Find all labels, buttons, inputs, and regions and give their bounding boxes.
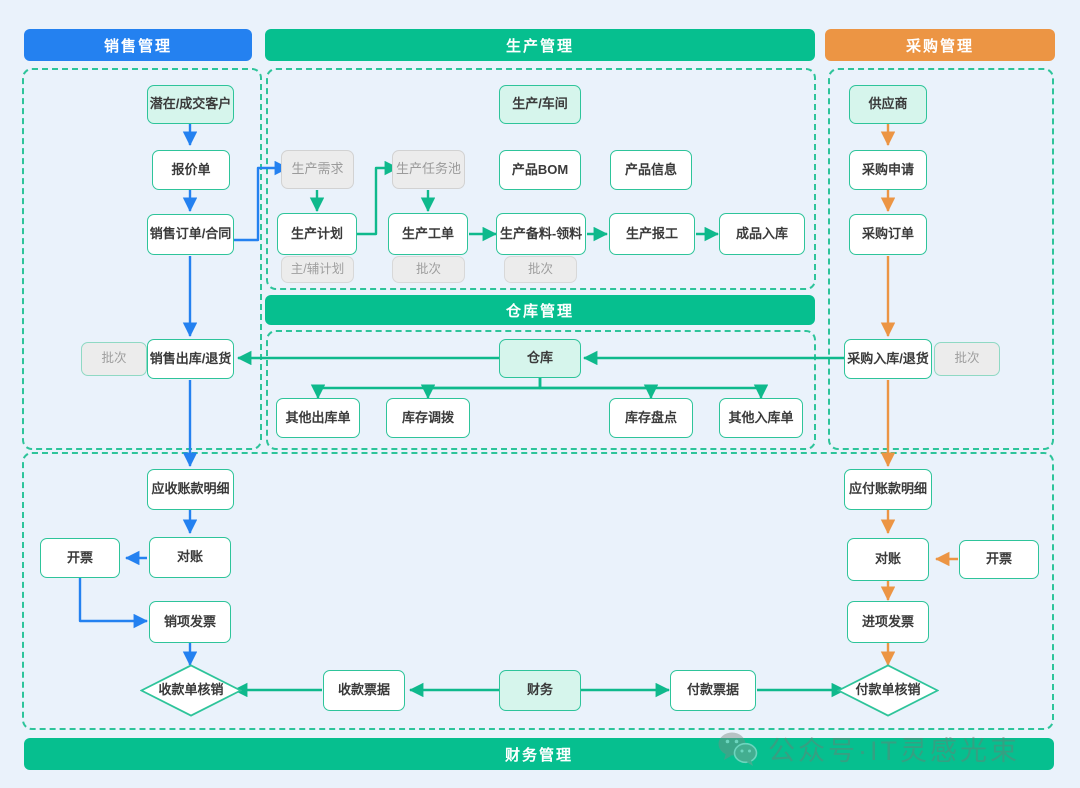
node-quotation[interactable]: 报价单	[152, 150, 230, 190]
node-output-invoice[interactable]: 销项发票	[149, 601, 231, 643]
panel-purchase	[828, 68, 1054, 450]
node-payment-voucher[interactable]: 付款票据	[670, 670, 756, 711]
bar-sales-management[interactable]: 销售管理	[24, 29, 252, 61]
diamond-shape	[140, 664, 242, 717]
node-ar-invoicing[interactable]: 开票	[40, 538, 120, 578]
node-production-workshop[interactable]: 生产/车间	[499, 85, 581, 124]
node-purchase-order[interactable]: 采购订单	[849, 214, 927, 255]
tag-material-preparation-batch: 批次	[504, 256, 577, 283]
node-other-inbound[interactable]: 其他入库单	[719, 398, 803, 438]
node-other-outbound[interactable]: 其他出库单	[276, 398, 360, 438]
tag-purchase-inbound-batch: 批次	[934, 342, 1000, 376]
node-sales-order[interactable]: 销售订单/合同	[147, 214, 234, 255]
panel-sales	[22, 68, 262, 450]
wechat-icon	[718, 732, 758, 766]
tag-work-order-batch: 批次	[392, 256, 465, 283]
bar-production-management[interactable]: 生产管理	[265, 29, 815, 61]
node-potential-customer[interactable]: 潜在/成交客户	[147, 85, 234, 124]
node-production-plan[interactable]: 生产计划	[277, 213, 357, 255]
node-purchase-requisition[interactable]: 采购申请	[849, 150, 927, 190]
tag-production-plan-type: 主/辅计划	[281, 256, 354, 283]
node-finished-goods-inbound[interactable]: 成品入库	[719, 213, 805, 255]
node-ap-reconcile[interactable]: 对账	[847, 538, 929, 581]
node-inventory-transfer[interactable]: 库存调拨	[386, 398, 470, 438]
node-input-invoice[interactable]: 进项发票	[847, 601, 929, 643]
node-purchase-inbound[interactable]: 采购入库/退货	[844, 339, 932, 379]
node-ap-invoicing[interactable]: 开票	[959, 540, 1039, 579]
node-production-work-order[interactable]: 生产工单	[388, 213, 468, 255]
bar-purchase-management[interactable]: 采购管理	[825, 29, 1055, 61]
node-sales-outbound[interactable]: 销售出库/退货	[147, 339, 234, 379]
node-ap-detail[interactable]: 应付账款明细	[844, 469, 932, 510]
node-warehouse-hub[interactable]: 仓库	[499, 339, 581, 378]
bar-warehouse-management[interactable]: 仓库管理	[265, 295, 815, 325]
node-product-info[interactable]: 产品信息	[610, 150, 692, 190]
node-production-report[interactable]: 生产报工	[609, 213, 695, 255]
node-label: 付款单核销	[855, 682, 921, 698]
node-production-demand[interactable]: 生产需求	[281, 150, 354, 189]
node-ar-detail[interactable]: 应收账款明细	[147, 469, 234, 510]
node-inventory-stocktake[interactable]: 库存盘点	[609, 398, 693, 438]
panel-finance	[22, 452, 1054, 730]
bar-finance-management[interactable]: 财务管理	[24, 738, 1054, 770]
node-production-task-pool[interactable]: 生产任务池	[392, 150, 465, 189]
node-receipt-writeoff[interactable]: 收款单核销	[140, 664, 242, 717]
node-payment-writeoff[interactable]: 付款单核销	[837, 664, 939, 717]
node-material-preparation[interactable]: 生产备料-领料	[496, 213, 586, 255]
watermark: 公众号·IT灵感光束	[718, 729, 1020, 768]
node-supplier[interactable]: 供应商	[849, 85, 927, 124]
panel-warehouse	[266, 330, 816, 450]
diamond-shape	[837, 664, 939, 717]
node-receipt-voucher[interactable]: 收款票据	[323, 670, 405, 711]
panel-production	[266, 68, 816, 290]
tag-sales-outbound-batch: 批次	[81, 342, 147, 376]
node-ar-reconcile[interactable]: 对账	[149, 537, 231, 578]
node-finance-hub[interactable]: 财务	[499, 670, 581, 711]
node-product-bom[interactable]: 产品BOM	[499, 150, 581, 190]
watermark-text: 公众号·IT灵感光束	[768, 736, 1020, 766]
node-label: 收款单核销	[158, 682, 224, 698]
